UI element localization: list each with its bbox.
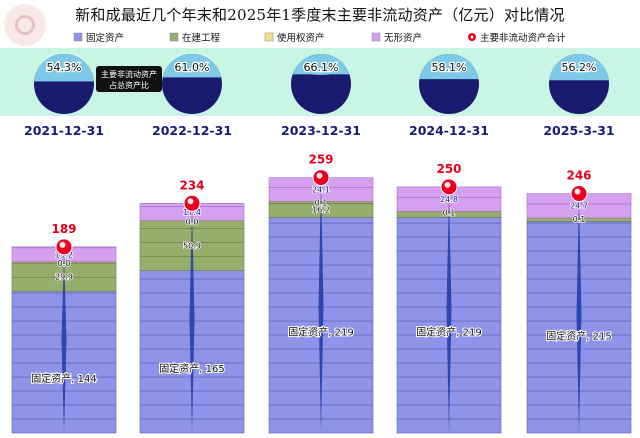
legend-label-3: 使用权资产 [277,32,325,44]
ratio-pie-cap [555,57,603,75]
total-label-3: 259 [308,153,333,167]
legend-swatch-1 [73,32,83,42]
total-label-4: 250 [436,162,461,176]
label-cip-2: 50.9 [183,241,201,250]
bar-center-spine [61,252,67,433]
ratio-label-3: 66.1% [304,61,339,74]
label-rou-1: 0.0 [58,259,71,268]
pie-note-line-1: 主要非流动资产 [101,69,157,79]
total-label-1: 189 [51,222,76,236]
period-label-4: 2024-12-31 [409,123,489,138]
total-marker-highlight-5 [574,188,581,195]
ratio-pie-cap [168,57,216,75]
legend-label-4: 无形资产 [384,32,422,44]
ratio-pie-cap [297,57,345,75]
total-marker-highlight-1 [59,241,66,248]
total-label-5: 246 [566,169,591,183]
label-cip-1: 29.9 [55,273,73,282]
label-fixed-5: 固定资产, 215 [546,329,611,342]
bar-center-spine [446,192,452,433]
period-label-1: 2021-12-31 [24,123,104,138]
legend-marker-total-dot [470,35,474,39]
label-fixed-2: 固定资产, 165 [159,362,224,375]
label-intangible-5: 24.7 [570,202,588,211]
pie-note-box [96,66,162,92]
label-fixed-1: 固定资产, 144 [31,372,96,385]
label-intangible-2: 17.4 [183,208,201,217]
label-intangible-4: 24.8 [440,195,458,204]
ratio-label-5: 56.2% [562,61,597,74]
label-fixed-3: 固定资产, 219 [288,325,353,338]
label-rou-4: 0.1 [443,208,456,217]
label-rou-5: 0.1 [573,215,586,224]
label-rou-3: 0.1 [315,198,328,207]
label-intangible-3: 24.1 [312,185,330,194]
bar-center-spine [576,199,582,433]
legend-label-2: 在建工程 [182,32,221,44]
pie-note-line-2: 占总资产比 [109,80,149,90]
period-label-3: 2023-12-31 [281,123,361,138]
total-label-2: 234 [179,178,204,192]
ratio-pie-cap [40,57,88,75]
ratio-pie-cap [425,57,473,75]
ratio-label-4: 58.1% [432,61,467,74]
legend-label-1: 固定资产 [86,32,124,44]
legend-label-5: 主要非流动资产合计 [480,32,566,44]
bar-center-spine [189,209,195,433]
bar-center-spine [318,183,324,433]
period-label-2: 2022-12-31 [152,123,232,138]
ratio-label-2: 61.0% [175,61,210,74]
label-rou-2: 0.0 [186,217,199,226]
logo-seal-icon [4,4,46,46]
label-fixed-4: 固定资产, 219 [416,325,481,338]
total-marker-highlight-4 [444,181,451,188]
legend-swatch-2 [169,32,179,42]
total-marker-highlight-3 [316,172,323,179]
legend-swatch-3 [264,32,274,42]
chart-title: 新和成最近几个年末和2025年1季度末主要非流动资产（亿元）对比情况 [75,6,565,24]
label-cip-3: 16.2 [312,205,330,214]
period-label-5: 2025-3-31 [543,123,614,138]
total-marker-highlight-2 [187,198,194,205]
ratio-label-1: 54.3% [47,61,82,74]
legend-swatch-4 [371,32,381,42]
